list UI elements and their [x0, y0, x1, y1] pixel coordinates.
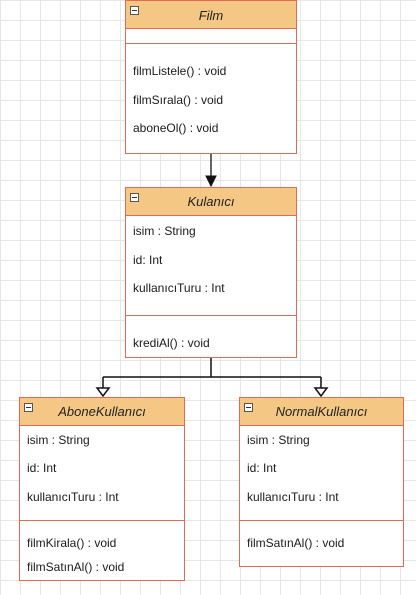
class-normal-kullanici[interactable]: NormalKullanıcı isim : String id: Int ku… [239, 397, 404, 567]
class-film-attributes [126, 29, 296, 43]
class-abone-kullanici[interactable]: AboneKullanıcı isim : String id: Int kul… [19, 397, 185, 581]
class-normal-kullanici-methods: filmSatınAl() : void [240, 520, 403, 566]
class-kulanici[interactable]: Kulanıcı isim : String id: Int kullanıcı… [125, 187, 297, 358]
generalization-arrow-normal [313, 387, 329, 398]
method-row[interactable]: filmSatınAl() : void [27, 560, 125, 574]
attribute-row[interactable]: isim : String [27, 433, 90, 447]
class-abone-kullanici-attributes: isim : String id: Int kullanıcıTuru : In… [20, 426, 184, 520]
class-abone-kullanici-header[interactable]: AboneKullanıcı [20, 398, 184, 426]
attribute-row[interactable]: kullanıcıTuru : Int [133, 281, 225, 295]
attribute-row[interactable]: kullanıcıTuru : Int [247, 490, 339, 504]
method-row[interactable]: filmSırala() : void [133, 93, 224, 107]
method-row[interactable]: aboneOl() : void [133, 121, 219, 135]
class-film-methods: filmListele() : void filmSırala() : void… [126, 43, 296, 153]
attribute-row[interactable]: id: Int [27, 461, 57, 475]
collapse-icon[interactable] [130, 6, 139, 15]
attribute-row[interactable]: kullanıcıTuru : Int [27, 490, 119, 504]
attribute-row[interactable]: isim : String [247, 433, 310, 447]
class-film-header[interactable]: Film [126, 1, 296, 29]
attribute-row[interactable]: id: Int [133, 253, 163, 267]
collapse-icon[interactable] [24, 403, 33, 412]
class-abone-kullanici-name: AboneKullanıcı [58, 404, 146, 419]
collapse-icon[interactable] [244, 403, 253, 412]
class-normal-kullanici-name: NormalKullanıcı [275, 404, 368, 419]
class-kulanici-attributes: isim : String id: Int kullanıcıTuru : In… [126, 216, 296, 315]
method-row[interactable]: filmListele() : void [133, 64, 227, 78]
class-kulanici-header[interactable]: Kulanıcı [126, 188, 296, 216]
attribute-row[interactable]: isim : String [133, 224, 196, 238]
class-kulanici-methods: krediAl() : void [126, 315, 296, 357]
generalization-tree [102, 357, 322, 388]
collapse-icon[interactable] [130, 193, 139, 202]
class-abone-kullanici-methods: filmKirala() : void filmSatınAl() : void [20, 520, 184, 580]
class-kulanici-name: Kulanıcı [187, 194, 235, 209]
method-row[interactable]: filmSatınAl() : void [247, 536, 345, 550]
method-row[interactable]: krediAl() : void [133, 336, 210, 350]
class-normal-kullanici-header[interactable]: NormalKullanıcı [240, 398, 403, 426]
class-film-name: Film [198, 8, 224, 23]
attribute-row[interactable]: id: Int [247, 461, 277, 475]
class-normal-kullanici-attributes: isim : String id: Int kullanıcıTuru : In… [240, 426, 403, 520]
generalization-arrow-abone [95, 387, 111, 398]
class-film[interactable]: Film filmListele() : void filmSırala() :… [125, 0, 297, 154]
method-row[interactable]: filmKirala() : void [27, 536, 117, 550]
